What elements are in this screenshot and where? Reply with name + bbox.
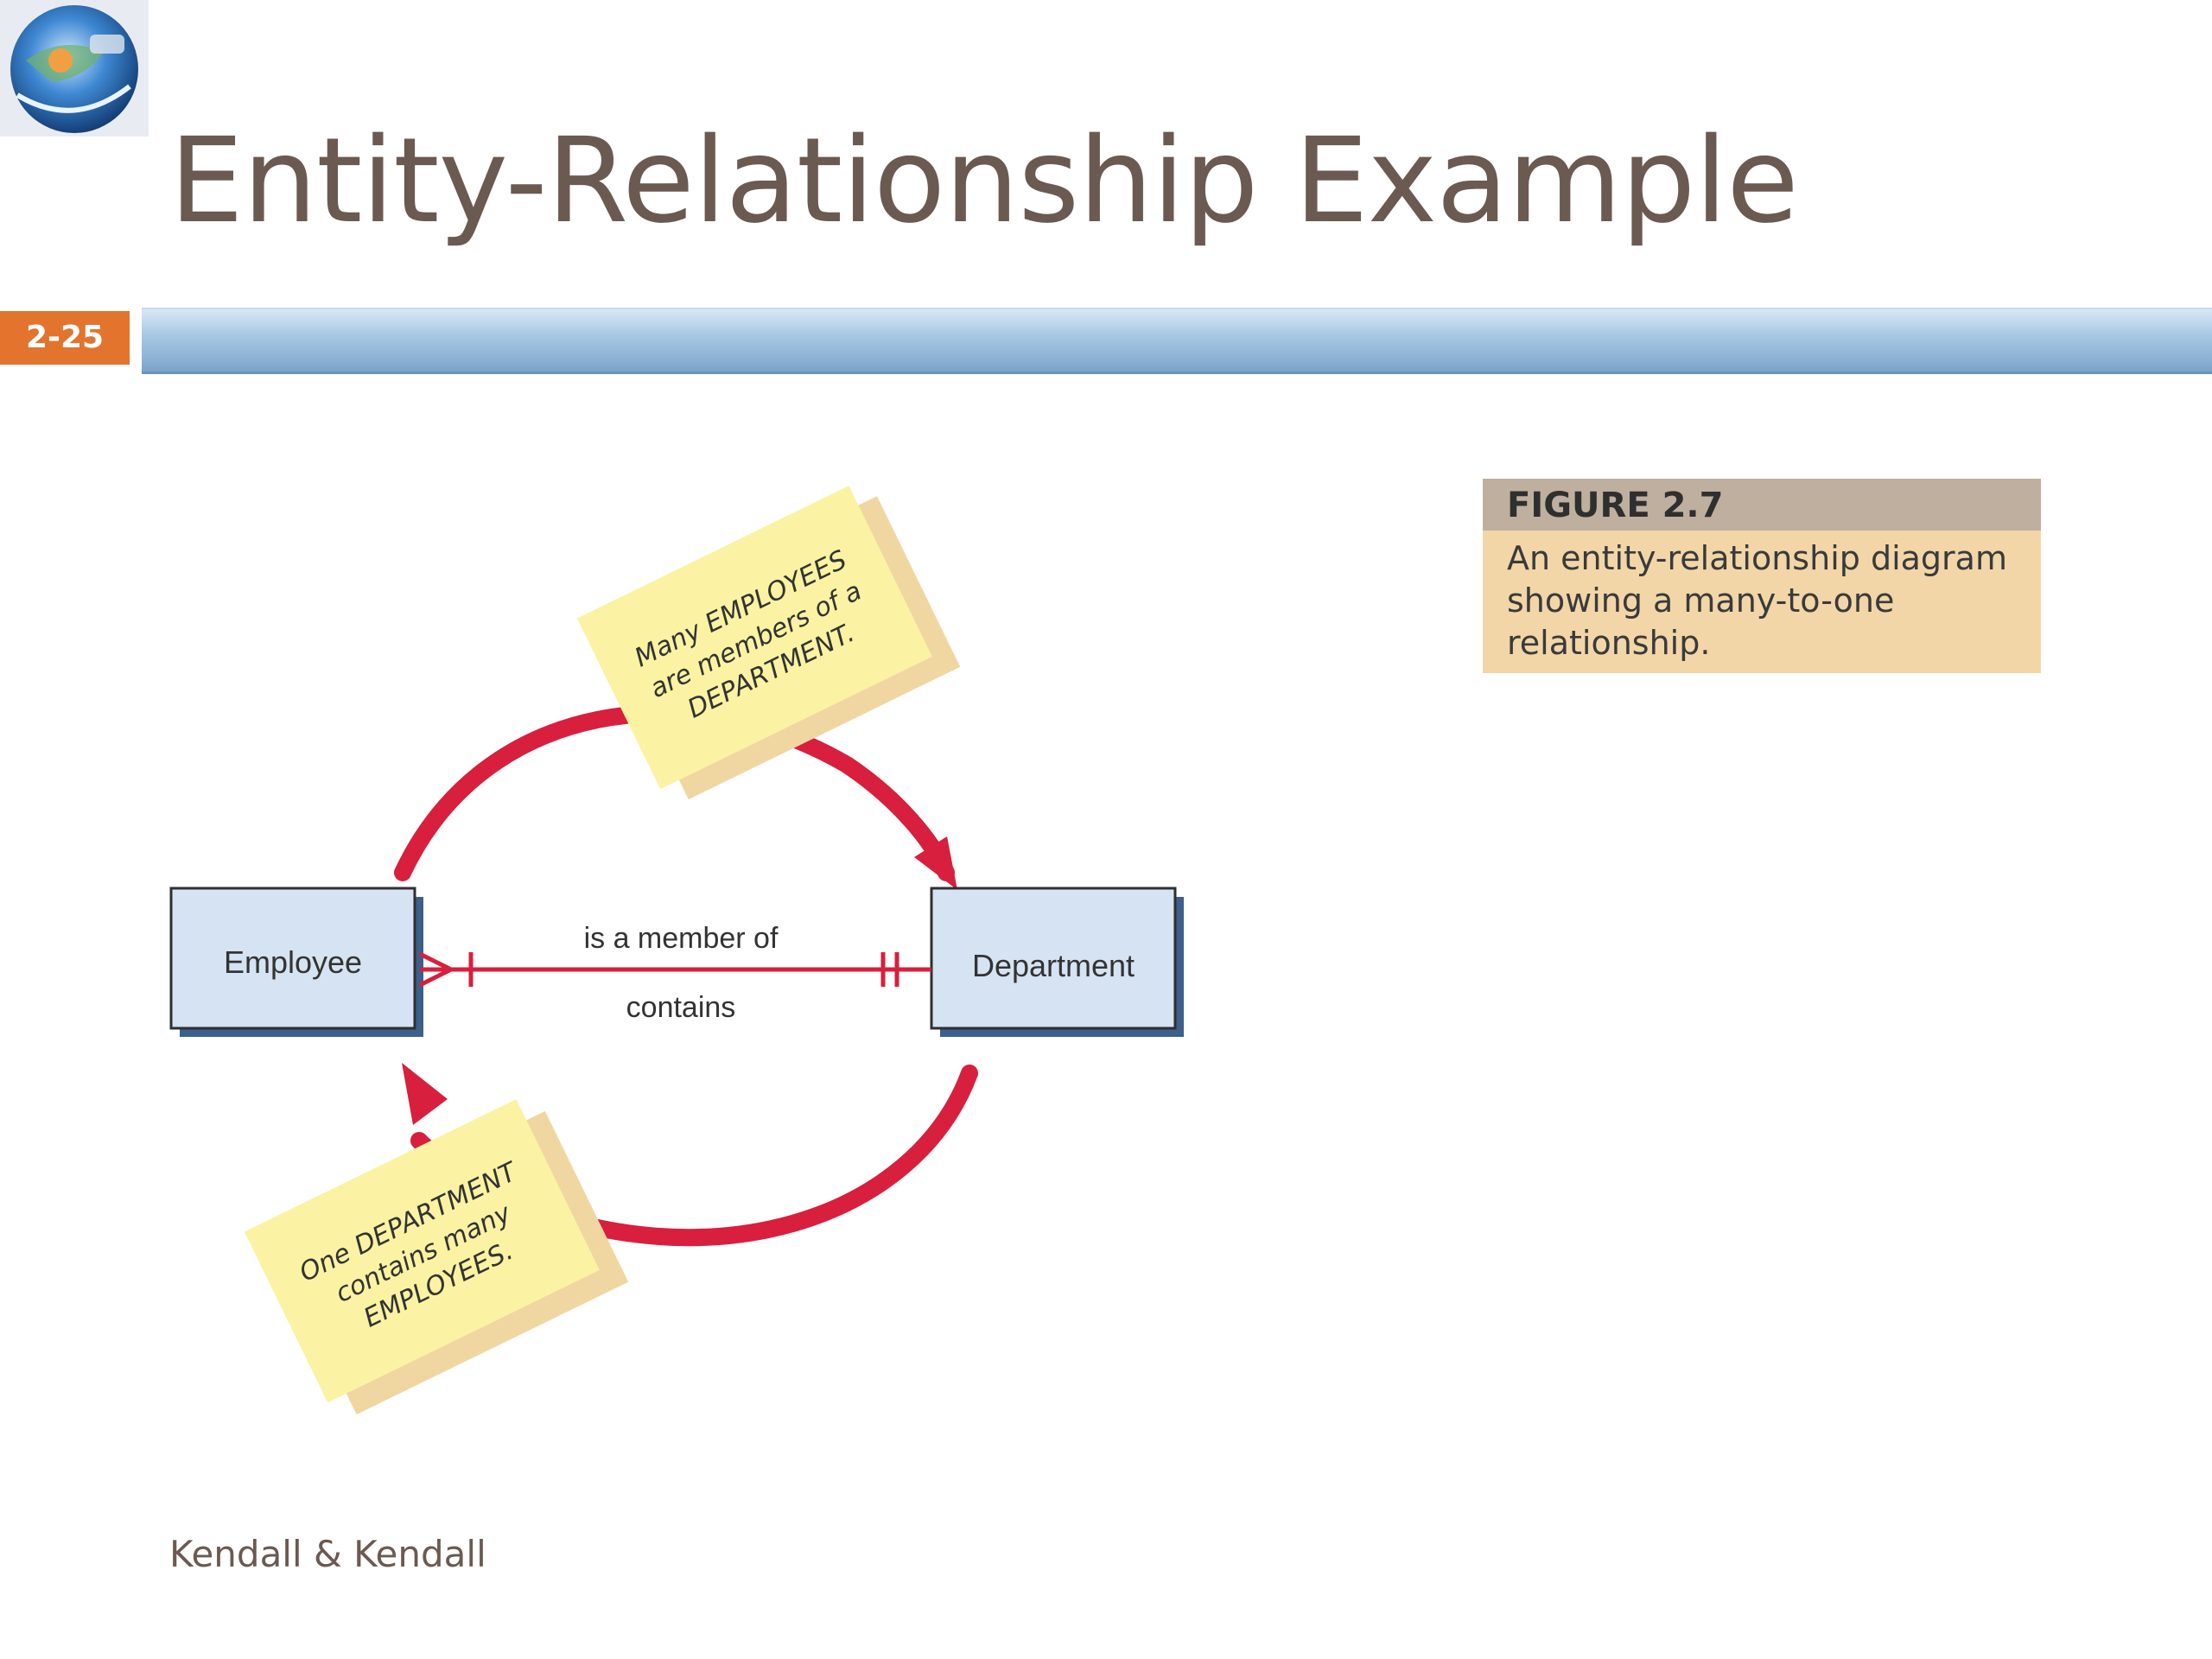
figure-caption-box: FIGURE 2.7 An entity-relationship diagra… — [1483, 479, 2041, 673]
entity-employee: Employee — [169, 887, 423, 1037]
slide-title: Entity-Relationship Example — [169, 113, 1799, 250]
entity-department-label: Department — [972, 948, 1135, 983]
figure-caption-text: An entity-relationship diagram showing a… — [1483, 531, 2041, 673]
relationship-label-top: is a member of — [584, 922, 779, 955]
sticky-note-bottom: One DEPARTMENT contains many EMPLOYEES. — [244, 1099, 629, 1415]
bottom-arrowhead — [402, 1063, 448, 1125]
globe-logo — [0, 0, 149, 137]
slide-number-badge: 2-25 — [0, 311, 130, 365]
sticky-note-top: Many EMPLOYEES are members of a DEPARTME… — [576, 486, 961, 800]
er-diagram: Employee Department is a member of conta… — [169, 486, 1184, 1415]
relationship-line — [418, 951, 931, 988]
entity-employee-label: Employee — [224, 944, 362, 980]
top-arrowhead — [914, 836, 957, 890]
footer-credit: Kendall & Kendall — [169, 1533, 486, 1575]
figure-label: FIGURE 2.7 — [1483, 479, 2041, 531]
title-divider-bar — [142, 308, 2212, 374]
entity-department: Department — [930, 887, 1184, 1037]
relationship-label-bottom: contains — [626, 991, 736, 1024]
